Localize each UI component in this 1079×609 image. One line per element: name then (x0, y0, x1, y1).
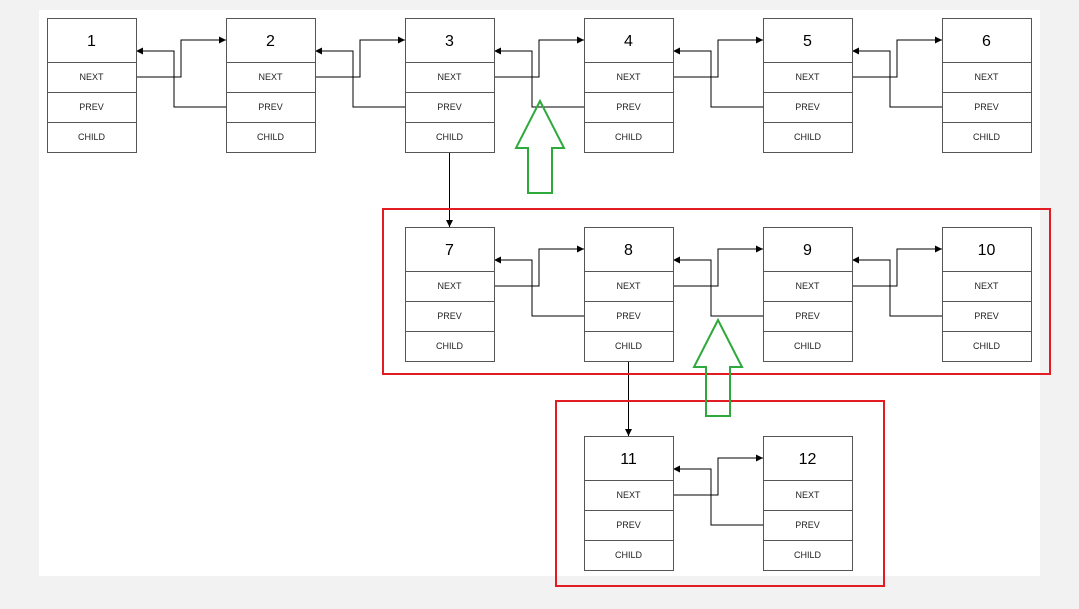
node-field-child: CHILD (615, 550, 643, 560)
node-box (47, 18, 137, 153)
node-field-next: NEXT (437, 281, 462, 291)
prev-pointer-6-to-5 (852, 47, 942, 108)
node-box (942, 227, 1032, 362)
node-field-child: CHILD (257, 132, 285, 142)
prev-pointer-4-to-3 (494, 47, 584, 108)
node-field-next: NEXT (616, 72, 641, 82)
node-field-prev: PREV (616, 311, 641, 321)
node-box (763, 18, 853, 153)
node-value: 1 (87, 33, 96, 50)
node-value: 2 (266, 33, 275, 50)
node-field-next: NEXT (258, 72, 283, 82)
prev-pointer-9-to-8 (673, 256, 763, 317)
canvas (39, 10, 1040, 576)
next-pointer-9-to-10 (852, 245, 942, 287)
node-field-next: NEXT (79, 72, 104, 82)
prev-pointer-2-to-1 (136, 47, 226, 108)
next-pointer-4-to-5 (673, 36, 763, 78)
node-field-child: CHILD (794, 550, 822, 560)
node-field-next: NEXT (795, 281, 820, 291)
node-field-child: CHILD (794, 132, 822, 142)
node-value: 5 (803, 33, 812, 50)
node-field-child: CHILD (615, 341, 643, 351)
node-value: 8 (624, 242, 633, 259)
node-field-next: NEXT (437, 72, 462, 82)
next-pointer-2-to-3 (315, 36, 405, 78)
sublist-highlight-box (555, 400, 885, 587)
node-field-next: NEXT (795, 490, 820, 500)
prev-pointer-5-to-4 (673, 47, 763, 108)
node-field-prev: PREV (616, 102, 641, 112)
node-field-prev: PREV (437, 102, 462, 112)
node-field-prev: PREV (437, 311, 462, 321)
node-value: 9 (803, 242, 812, 259)
node-field-prev: PREV (795, 520, 820, 530)
node-value: 6 (982, 33, 991, 50)
node-field-prev: PREV (79, 102, 104, 112)
up-arrow-icon (514, 98, 566, 194)
node-value: 4 (624, 33, 633, 50)
node-field-child: CHILD (615, 132, 643, 142)
node-value: 10 (978, 242, 996, 259)
node-field-prev: PREV (974, 311, 999, 321)
next-pointer-11-to-12 (673, 454, 763, 496)
prev-pointer-8-to-7 (494, 256, 584, 317)
prev-pointer-12-to-11 (673, 465, 763, 526)
next-pointer-1-to-2 (136, 36, 226, 78)
sublist-highlight-box (382, 208, 1051, 375)
next-pointer-3-to-4 (494, 36, 584, 78)
node-box (584, 227, 674, 362)
node-field-child: CHILD (973, 132, 1001, 142)
node-field-next: NEXT (616, 281, 641, 291)
next-pointer-5-to-6 (852, 36, 942, 78)
next-pointer-8-to-9 (673, 245, 763, 287)
prev-pointer-3-to-2 (315, 47, 405, 108)
node-box (405, 227, 495, 362)
node-box (763, 436, 853, 571)
node-value: 12 (799, 451, 817, 468)
node-box (226, 18, 316, 153)
node-value: 3 (445, 33, 454, 50)
node-box (584, 436, 674, 571)
node-field-next: NEXT (616, 490, 641, 500)
node-field-prev: PREV (974, 102, 999, 112)
node-field-next: NEXT (795, 72, 820, 82)
node-field-child: CHILD (973, 341, 1001, 351)
node-field-prev: PREV (258, 102, 283, 112)
node-box (405, 18, 495, 153)
node-field-prev: PREV (616, 520, 641, 530)
prev-pointer-10-to-9 (852, 256, 942, 317)
node-value: 11 (620, 451, 637, 468)
node-field-child: CHILD (436, 341, 464, 351)
up-arrow-icon (692, 317, 744, 417)
node-field-prev: PREV (795, 311, 820, 321)
node-field-prev: PREV (795, 102, 820, 112)
node-box (763, 227, 853, 362)
node-field-next: NEXT (974, 281, 999, 291)
next-pointer-7-to-8 (494, 245, 584, 287)
node-field-child: CHILD (78, 132, 106, 142)
node-field-child: CHILD (436, 132, 464, 142)
node-value: 7 (445, 242, 454, 259)
node-box (584, 18, 674, 153)
node-field-child: CHILD (794, 341, 822, 351)
node-box (942, 18, 1032, 153)
node-field-next: NEXT (974, 72, 999, 82)
